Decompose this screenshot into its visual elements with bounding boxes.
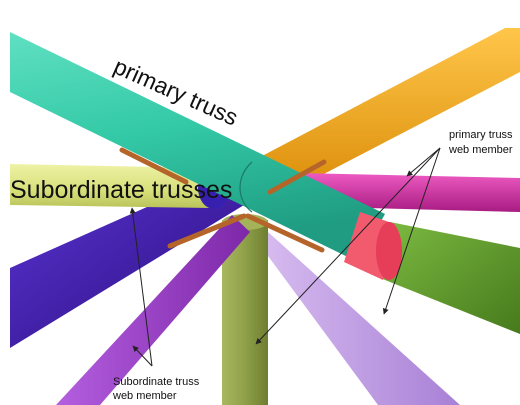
arrow-to-vertical-web [255, 147, 441, 345]
arrow-to-subordinate-truss [129, 207, 153, 367]
gusset-plate-left [119, 147, 189, 185]
primary-web-member-label-line2: web member [448, 144, 513, 156]
gusset-plate-lower-right [245, 213, 325, 253]
gusset-plates [119, 147, 327, 253]
arrow-to-magenta-web [406, 147, 441, 177]
primary-truss [10, 32, 385, 262]
subordinate-web-member-indigo [10, 178, 244, 348]
subordinate-trusses-label: Subordinate trusses [10, 176, 232, 204]
arrow-to-purple-web [132, 345, 153, 367]
primary-web-member-lavender [240, 218, 460, 405]
primary-web-member-arrows [255, 147, 441, 345]
subordinate-web-member-label-line2: web member [112, 390, 177, 402]
primary-web-member-label-line1: primary truss [449, 129, 513, 141]
gusset-plate-right [267, 159, 327, 195]
subordinate-web-member-purple [56, 215, 250, 405]
joint-sleeve [344, 212, 402, 280]
primary-web-member-green [380, 222, 520, 334]
arrow-to-green-web [382, 147, 441, 315]
primary-web-member-orange [245, 28, 520, 203]
subordinate-web-member-arrows [129, 207, 153, 367]
joint-seam [239, 161, 253, 213]
gusset-plate-lower-left [167, 213, 247, 249]
subordinate-web-member-label-line1: Subordinate truss [113, 376, 200, 388]
